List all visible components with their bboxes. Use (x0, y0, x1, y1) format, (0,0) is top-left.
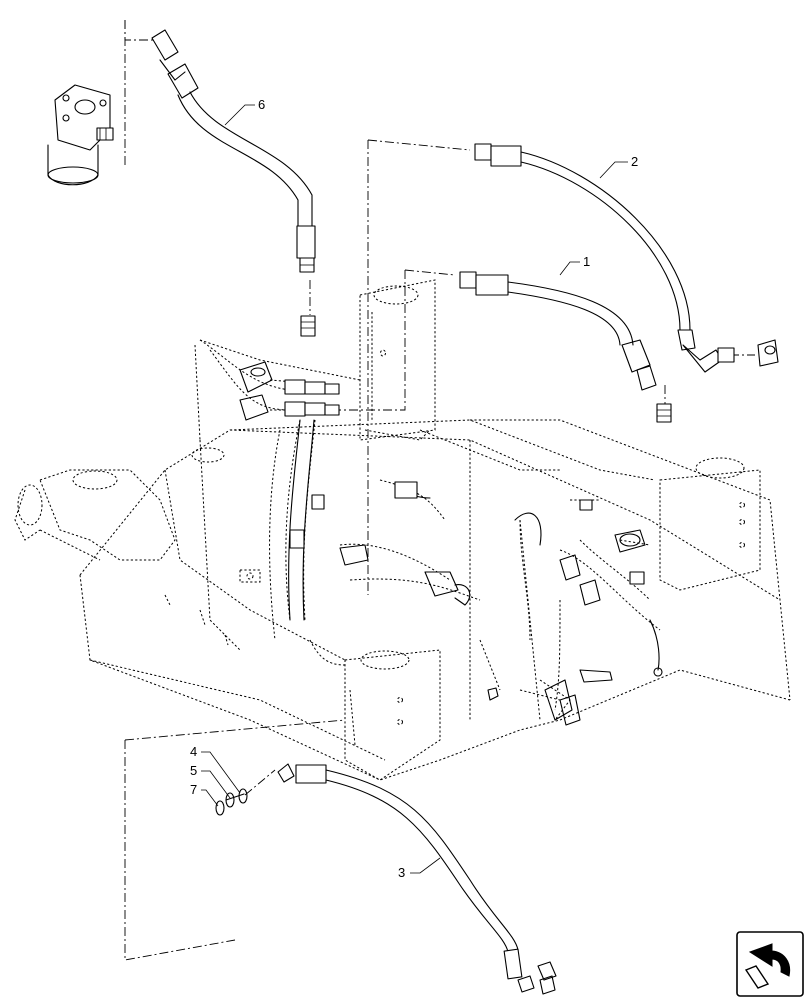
callout-labels: 6 2 1 4 5 7 3 (190, 97, 638, 880)
left-pivot-arm (14, 469, 176, 561)
right-upright-post (659, 457, 761, 591)
callout-leaders (201, 104, 628, 874)
hose-1 (459, 271, 672, 423)
hidden-hoses (199, 339, 661, 721)
leader-lines (124, 20, 755, 961)
fittings-4-5-7 (215, 788, 248, 816)
valve-fittings (239, 361, 471, 621)
callout-7: 7 (190, 782, 197, 797)
callout-6: 6 (258, 97, 265, 112)
callout-4: 4 (190, 744, 197, 759)
hose-6 (151, 29, 316, 337)
steering-unit (47, 84, 114, 186)
next-page-arrow-icon[interactable] (736, 931, 804, 997)
right-fittings (487, 499, 663, 726)
callout-3: 3 (398, 865, 405, 880)
hose-3 (277, 763, 557, 995)
callout-1: 1 (583, 254, 590, 269)
callout-2: 2 (631, 154, 638, 169)
lower-front-post (344, 649, 441, 781)
left-upright-post (359, 279, 436, 441)
chassis-frame (79, 339, 791, 781)
left-mount-block (164, 447, 261, 646)
callout-5: 5 (190, 763, 197, 778)
hose-2 (474, 143, 779, 373)
